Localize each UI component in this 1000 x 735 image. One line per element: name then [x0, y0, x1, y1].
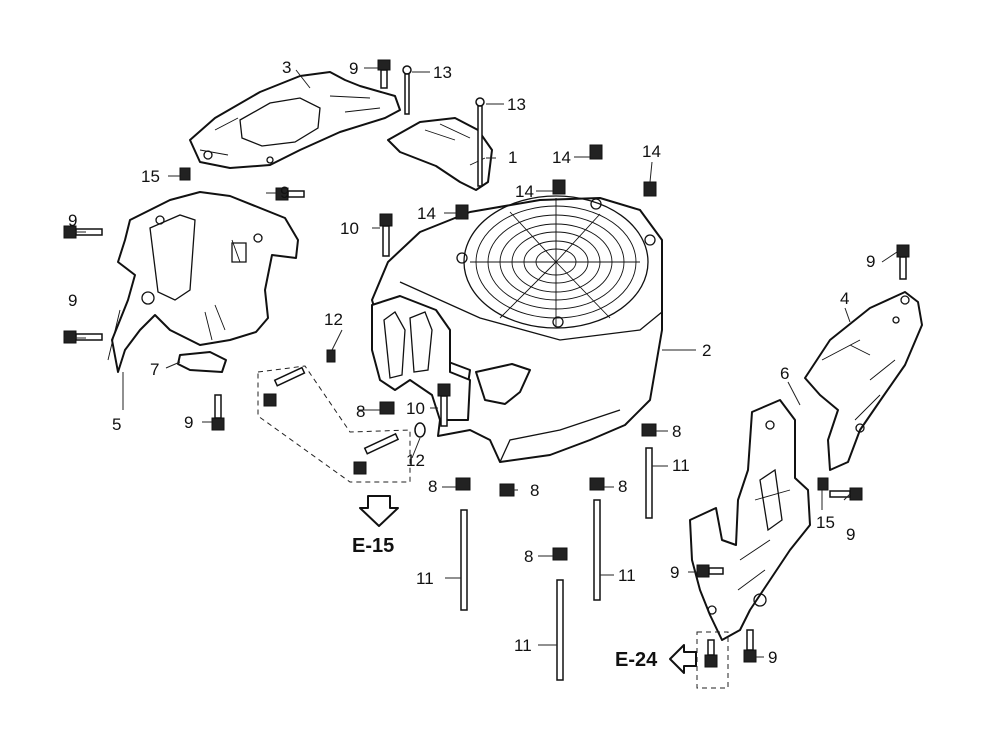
- bolt-10-icon: [379, 213, 393, 257]
- callout-9: 9: [768, 648, 777, 667]
- nut-8-icon: [379, 401, 395, 415]
- nut-8-icon: [552, 547, 568, 561]
- callout-9: 9: [846, 525, 855, 544]
- bolt-icon: [353, 432, 400, 475]
- callout-8: 8: [428, 477, 437, 496]
- stud-11-icon: [593, 499, 601, 601]
- callout-11: 11: [672, 456, 690, 475]
- callout-13: 13: [507, 95, 526, 114]
- callout-8: 8: [356, 402, 365, 421]
- callout-12: 12: [406, 451, 425, 470]
- reference-e15-link[interactable]: E-15: [352, 535, 394, 557]
- callout-9: 9: [349, 59, 358, 78]
- bolt-9-icon: [63, 330, 103, 344]
- callout-10: 10: [406, 399, 425, 418]
- callout-1: 1: [508, 148, 517, 167]
- stud-11-icon: [645, 447, 653, 519]
- nut-8-icon: [455, 477, 471, 491]
- nut-14-icon: [643, 181, 657, 197]
- bolt-9-icon: [211, 394, 225, 431]
- left-side-plate-part: [107, 191, 299, 373]
- callout-11: 11: [416, 569, 434, 588]
- callout-3: 3: [282, 58, 291, 77]
- screw-13-icon: [402, 65, 412, 115]
- callout-9: 9: [280, 183, 289, 202]
- nut-15-icon: [179, 167, 191, 181]
- bolt-9-icon: [743, 629, 757, 663]
- callout-9: 9: [184, 413, 193, 432]
- dashed-groups: [257, 365, 729, 689]
- right-lower-plate-part: [689, 399, 811, 641]
- callout-11: 11: [514, 636, 532, 655]
- bolt-9-icon: [275, 187, 305, 201]
- callout-8: 8: [672, 422, 681, 441]
- bolt-9-icon: [696, 564, 724, 578]
- callout-8: 8: [530, 481, 539, 500]
- callout-9: 9: [670, 563, 679, 582]
- callout-9: 9: [866, 252, 875, 271]
- callout-7: 7: [150, 360, 159, 379]
- e15-arrow-icon: [359, 495, 399, 527]
- stud-11-icon: [460, 509, 468, 611]
- callout-8: 8: [618, 477, 627, 496]
- callout-5: 5: [112, 415, 121, 434]
- callout-14: 14: [642, 142, 661, 161]
- callout-9: 9: [68, 211, 77, 230]
- bolt-icon: [263, 366, 306, 407]
- reference-e24-link[interactable]: E-24: [615, 649, 658, 671]
- e24-arrow-icon: [669, 644, 697, 674]
- right-upper-bracket-part: [804, 291, 923, 471]
- callout-15: 15: [816, 513, 835, 532]
- callout-15: 15: [141, 167, 160, 186]
- blower-housing-part: [371, 195, 663, 463]
- callout-9: 9: [68, 291, 77, 310]
- bolt-9-icon: [896, 244, 910, 280]
- stud-11-icon: [556, 579, 564, 681]
- bolt-9-icon: [377, 59, 391, 89]
- callout-10: 10: [340, 219, 359, 238]
- callout-6: 6: [780, 364, 789, 383]
- callout-14: 14: [417, 204, 436, 223]
- fasteners: [63, 59, 910, 681]
- callout-11: 11: [618, 566, 636, 585]
- nut-15-icon: [817, 477, 829, 491]
- nut-14-icon: [455, 204, 469, 220]
- screw-13-icon: [475, 97, 485, 187]
- callout-14: 14: [515, 182, 534, 201]
- nut-8-icon: [641, 423, 657, 437]
- callout-14: 14: [552, 148, 571, 167]
- nut-14-icon: [589, 144, 603, 160]
- leader-lines: [64, 67, 898, 658]
- nut-8-icon: [589, 477, 605, 491]
- collar-12-icon: [326, 349, 336, 363]
- collar-12-icon: [414, 422, 426, 438]
- clip-part: [177, 351, 227, 373]
- callout-2: 2: [702, 341, 711, 360]
- callout-4: 4: [840, 289, 849, 308]
- callout-13: 13: [433, 63, 452, 82]
- nut-14-icon: [552, 179, 566, 195]
- top-shroud-part: [189, 71, 401, 169]
- callout-labels: 3 9 13 13 1 14 14 14 14 15 9 9 9 10 12 7…: [68, 58, 875, 667]
- callout-8: 8: [524, 547, 533, 566]
- bolt-icon: [704, 639, 718, 668]
- small-cover-part: [387, 117, 493, 191]
- bolt-10-icon: [437, 383, 451, 427]
- callout-12: 12: [324, 310, 343, 329]
